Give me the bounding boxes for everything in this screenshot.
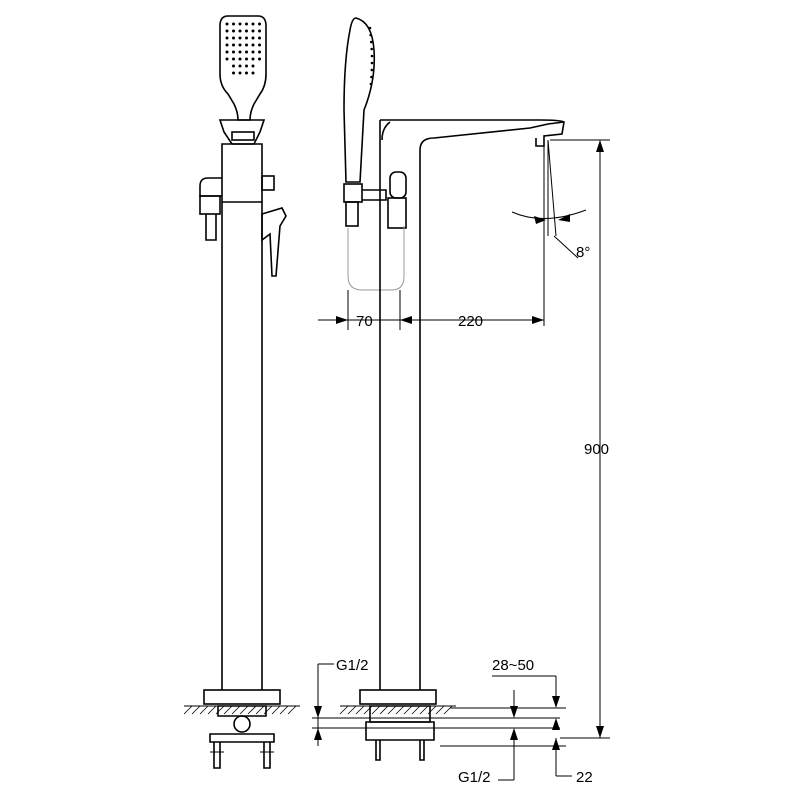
front-base-cover (203, 689, 281, 705)
side-underfloor-valve (365, 705, 435, 761)
front-mixer-lever (261, 207, 287, 277)
front-floor-hatch (183, 705, 300, 715)
dim-label-deck-thickness: 28~50 (492, 657, 534, 674)
front-upper-body (221, 143, 263, 203)
side-base-cover (359, 689, 437, 705)
dim-label-220: 220 (458, 313, 483, 330)
front-underfloor-valve (209, 705, 275, 769)
side-spout (379, 119, 565, 690)
dimension-lines (312, 139, 610, 781)
dim-label-inlet-bottom: G1/2 (458, 769, 491, 786)
front-column (221, 202, 263, 690)
side-hose-outline (347, 226, 405, 291)
dim-label-inlet-top: G1/2 (336, 657, 369, 674)
dim-label-900: 900 (584, 441, 609, 458)
front-hand-shower (219, 15, 267, 121)
side-view (339, 17, 565, 761)
front-holder-clip (231, 131, 255, 141)
side-floor-hatch (339, 705, 456, 715)
dim-label-base-height: 22 (576, 769, 593, 786)
front-diverter (199, 175, 275, 241)
side-hand-shower (343, 17, 376, 183)
side-lever (387, 171, 407, 229)
dim-label-70: 70 (356, 313, 373, 330)
side-shower-holder (343, 183, 387, 227)
front-view (183, 15, 300, 769)
dim-label-angle: 8° (576, 244, 590, 261)
spray-nozzle-dots (225, 22, 261, 75)
